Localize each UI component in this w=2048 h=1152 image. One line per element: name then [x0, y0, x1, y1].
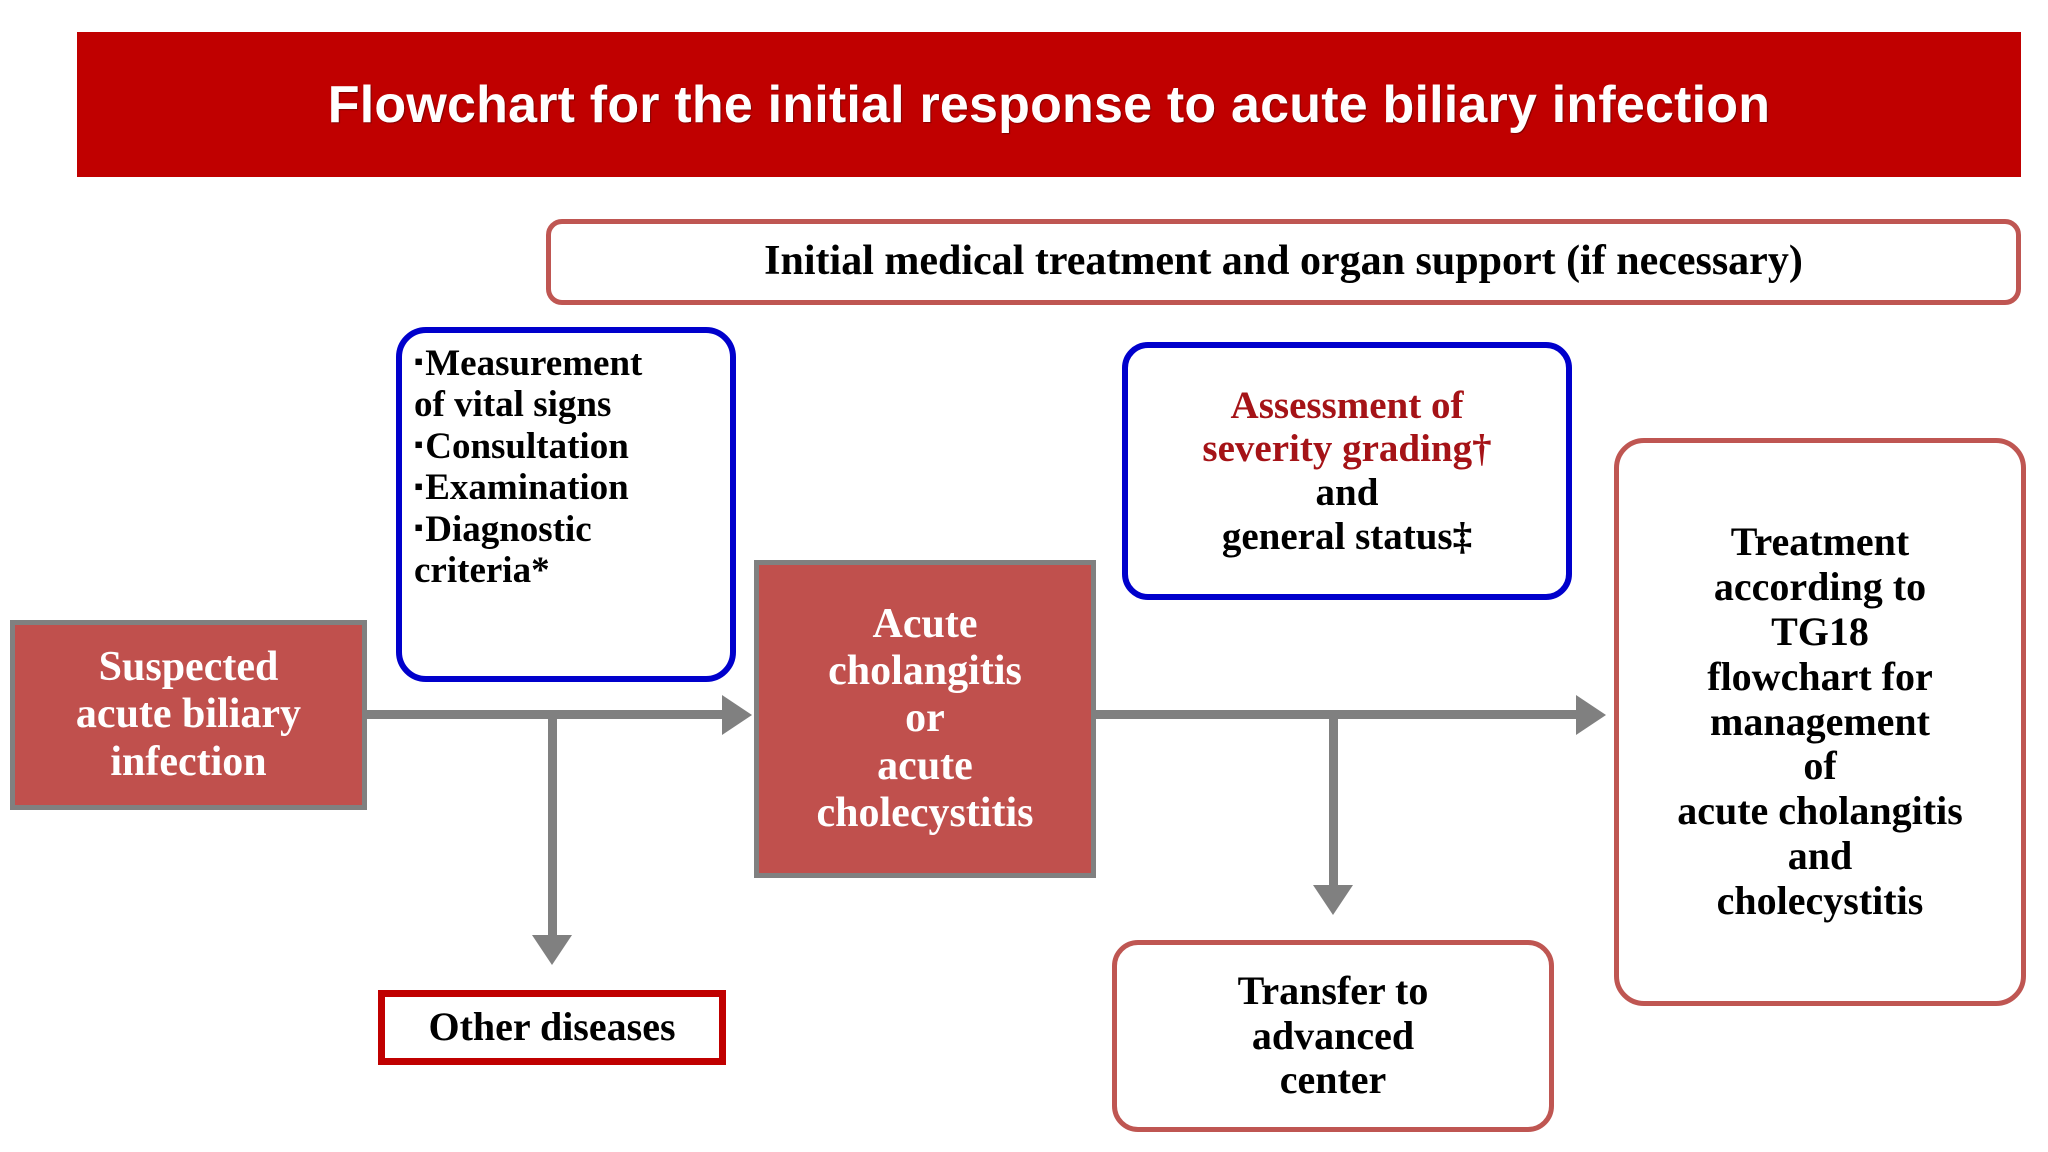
square-bullet-icon: ▪: [414, 513, 424, 543]
cholangitis-line-4: acute: [877, 742, 973, 789]
treatment-line-1: Treatment: [1730, 519, 1910, 565]
square-bullet-icon: ▪: [414, 430, 424, 460]
treatment-text-block: Treatment according to TG18 flowchart fo…: [1677, 520, 1963, 923]
arrow-head-to-other-diseases: [532, 935, 572, 965]
severity-line-1: Assessment of: [1230, 383, 1464, 427]
suspected-text-block: Suspected acute biliary infection: [76, 644, 301, 785]
square-bullet-icon: ▪: [414, 347, 424, 377]
severity-line-4: general status‡: [1221, 514, 1473, 558]
treatment-line-4: flowchart for: [1707, 653, 1933, 699]
connector-to-transfer: [1329, 710, 1338, 885]
severity-line-3: and: [1315, 471, 1379, 514]
page-title: Flowchart for the initial response to ac…: [327, 75, 1771, 134]
treatment-line-5: management: [1710, 698, 1930, 744]
treatment-line-6: of: [1803, 743, 1837, 789]
bullet-line-2: of vital signs: [414, 384, 612, 426]
title-banner: Flowchart for the initial response to ac…: [77, 32, 2021, 177]
bullet-line-4: ▪Examination: [414, 467, 629, 509]
node-other-diseases-label: Other diseases: [428, 1004, 676, 1050]
node-initial-treatment-label: Initial medical treatment and organ supp…: [764, 238, 1803, 285]
transfer-line-1: Transfer to: [1237, 967, 1429, 1013]
treatment-line-7: acute cholangitis: [1677, 788, 1963, 834]
transfer-line-3: center: [1279, 1057, 1387, 1103]
node-other-diseases: Other diseases: [378, 990, 726, 1065]
bullet-line-6: criteria*: [414, 550, 550, 592]
treatment-line-9: cholecystitis: [1716, 877, 1924, 923]
node-assessment-list: ▪Measurement of vital signs ▪Consultatio…: [396, 327, 736, 682]
severity-text-block: Assessment of severity grading† and gene…: [1202, 384, 1491, 559]
treatment-line-2: according to: [1713, 564, 1927, 610]
treatment-line-8: and: [1787, 832, 1853, 878]
suspected-line-3: infection: [110, 738, 267, 785]
node-acute-cholangitis-cholecystitis: Acute cholangitis or acute cholecystitis: [754, 560, 1096, 878]
node-severity-assessment: Assessment of severity grading† and gene…: [1122, 342, 1572, 600]
assessment-bullet-list: ▪Measurement of vital signs ▪Consultatio…: [414, 343, 720, 592]
node-transfer-advanced-center: Transfer to advanced center: [1112, 940, 1554, 1132]
arrow-head-to-cholangitis: [722, 695, 752, 735]
cholangitis-text-block: Acute cholangitis or acute cholecystitis: [817, 601, 1034, 836]
cholangitis-line-3: or: [905, 695, 945, 742]
transfer-text-block: Transfer to advanced center: [1237, 967, 1429, 1103]
node-tg18-treatment: Treatment according to TG18 flowchart fo…: [1614, 438, 2026, 1006]
treatment-line-3: TG18: [1771, 609, 1869, 654]
severity-line-2: severity grading†: [1202, 427, 1492, 471]
cholangitis-line-1: Acute: [872, 601, 978, 648]
suspected-line-1: Suspected: [98, 644, 279, 691]
suspected-line-2: acute biliary: [75, 691, 302, 738]
bullet-line-1: ▪Measurement: [414, 343, 643, 384]
node-initial-treatment: Initial medical treatment and organ supp…: [546, 219, 2021, 305]
bullet-line-3: ▪Consultation: [414, 425, 629, 467]
bullet-line-5: ▪Diagnostic: [414, 508, 592, 550]
transfer-line-2: advanced: [1251, 1012, 1415, 1058]
arrow-head-to-transfer: [1313, 885, 1353, 915]
arrow-head-to-treatment: [1576, 695, 1606, 735]
node-suspected-infection: Suspected acute biliary infection: [10, 620, 367, 810]
cholangitis-line-5: cholecystitis: [816, 789, 1034, 836]
connector-to-other-diseases: [548, 710, 557, 935]
square-bullet-icon: ▪: [414, 471, 424, 501]
connector-cholangitis-to-treatment: [1096, 710, 1596, 719]
cholangitis-line-2: cholangitis: [828, 648, 1022, 695]
